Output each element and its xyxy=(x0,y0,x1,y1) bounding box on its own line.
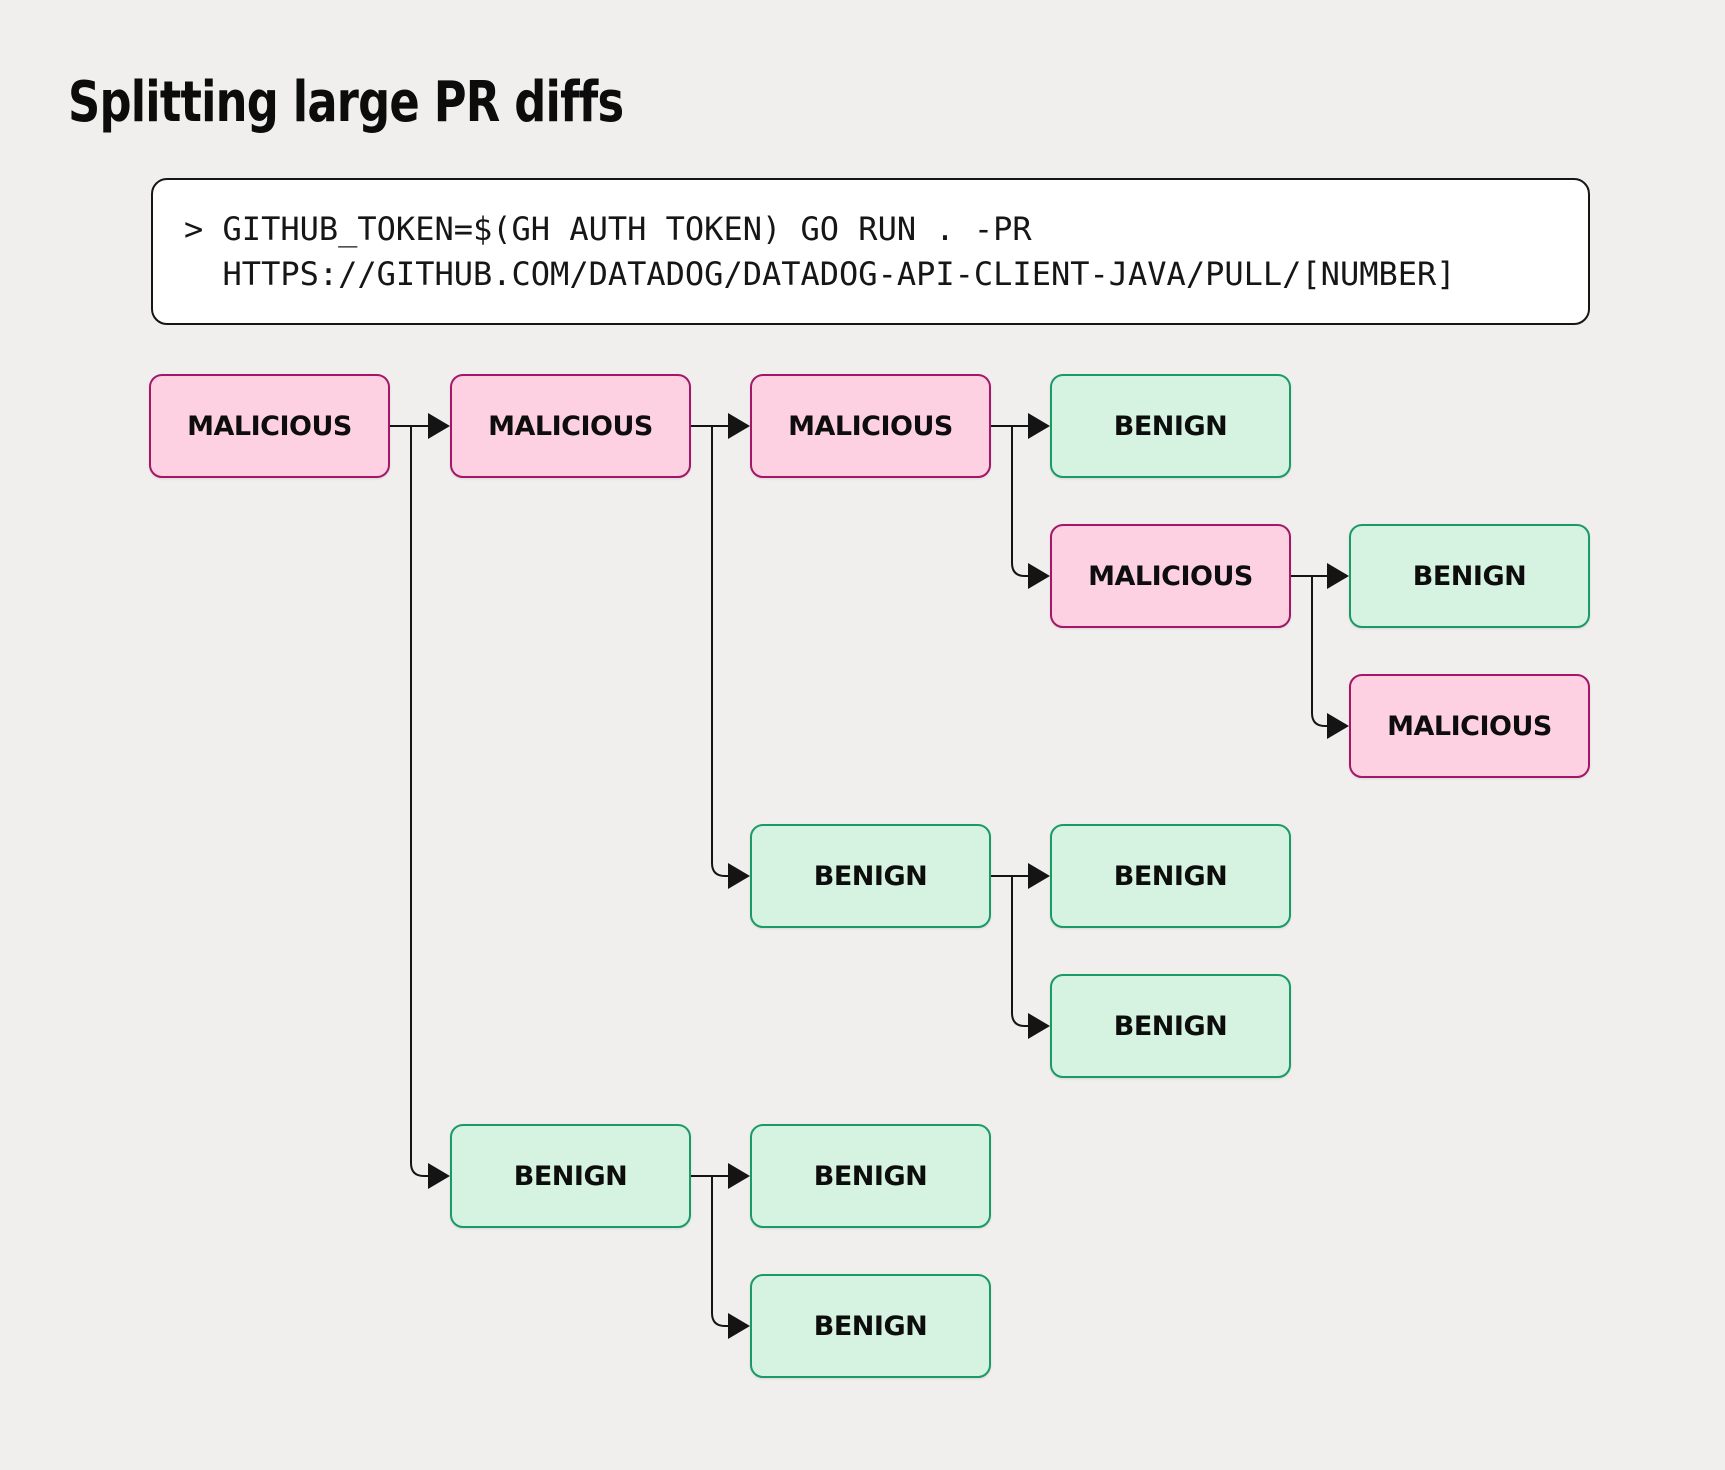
tree-node-benign: BENIGN xyxy=(750,824,991,928)
command-box: > GITHUB_TOKEN=$(GH AUTH TOKEN) GO RUN .… xyxy=(151,178,1590,325)
tree-node-malicious: MALICIOUS xyxy=(149,374,390,478)
tree-node-benign: BENIGN xyxy=(1050,824,1291,928)
tree-node-benign: BENIGN xyxy=(750,1274,991,1378)
tree-node-benign: BENIGN xyxy=(1050,374,1291,478)
tree-node-malicious: MALICIOUS xyxy=(450,374,691,478)
tree-node-benign: BENIGN xyxy=(1050,974,1291,1078)
tree-node-malicious: MALICIOUS xyxy=(750,374,991,478)
tree-node-malicious: MALICIOUS xyxy=(1349,674,1590,778)
command-line-2: HTTPS://GITHUB.COM/DATADOG/DATADOG-API-C… xyxy=(222,254,1456,293)
tree-node-benign: BENIGN xyxy=(1349,524,1590,628)
page-title: Splitting large PR diffs xyxy=(68,70,624,135)
command-line-1: > GITHUB_TOKEN=$(GH AUTH TOKEN) GO RUN .… xyxy=(184,207,1588,252)
tree-node-malicious: MALICIOUS xyxy=(1050,524,1291,628)
tree-node-benign: BENIGN xyxy=(750,1124,991,1228)
shell-prompt: > xyxy=(184,209,204,248)
tree-node-benign: BENIGN xyxy=(450,1124,691,1228)
command-text: GITHUB_TOKEN=$(GH AUTH TOKEN) GO RUN . -… xyxy=(222,209,1032,248)
